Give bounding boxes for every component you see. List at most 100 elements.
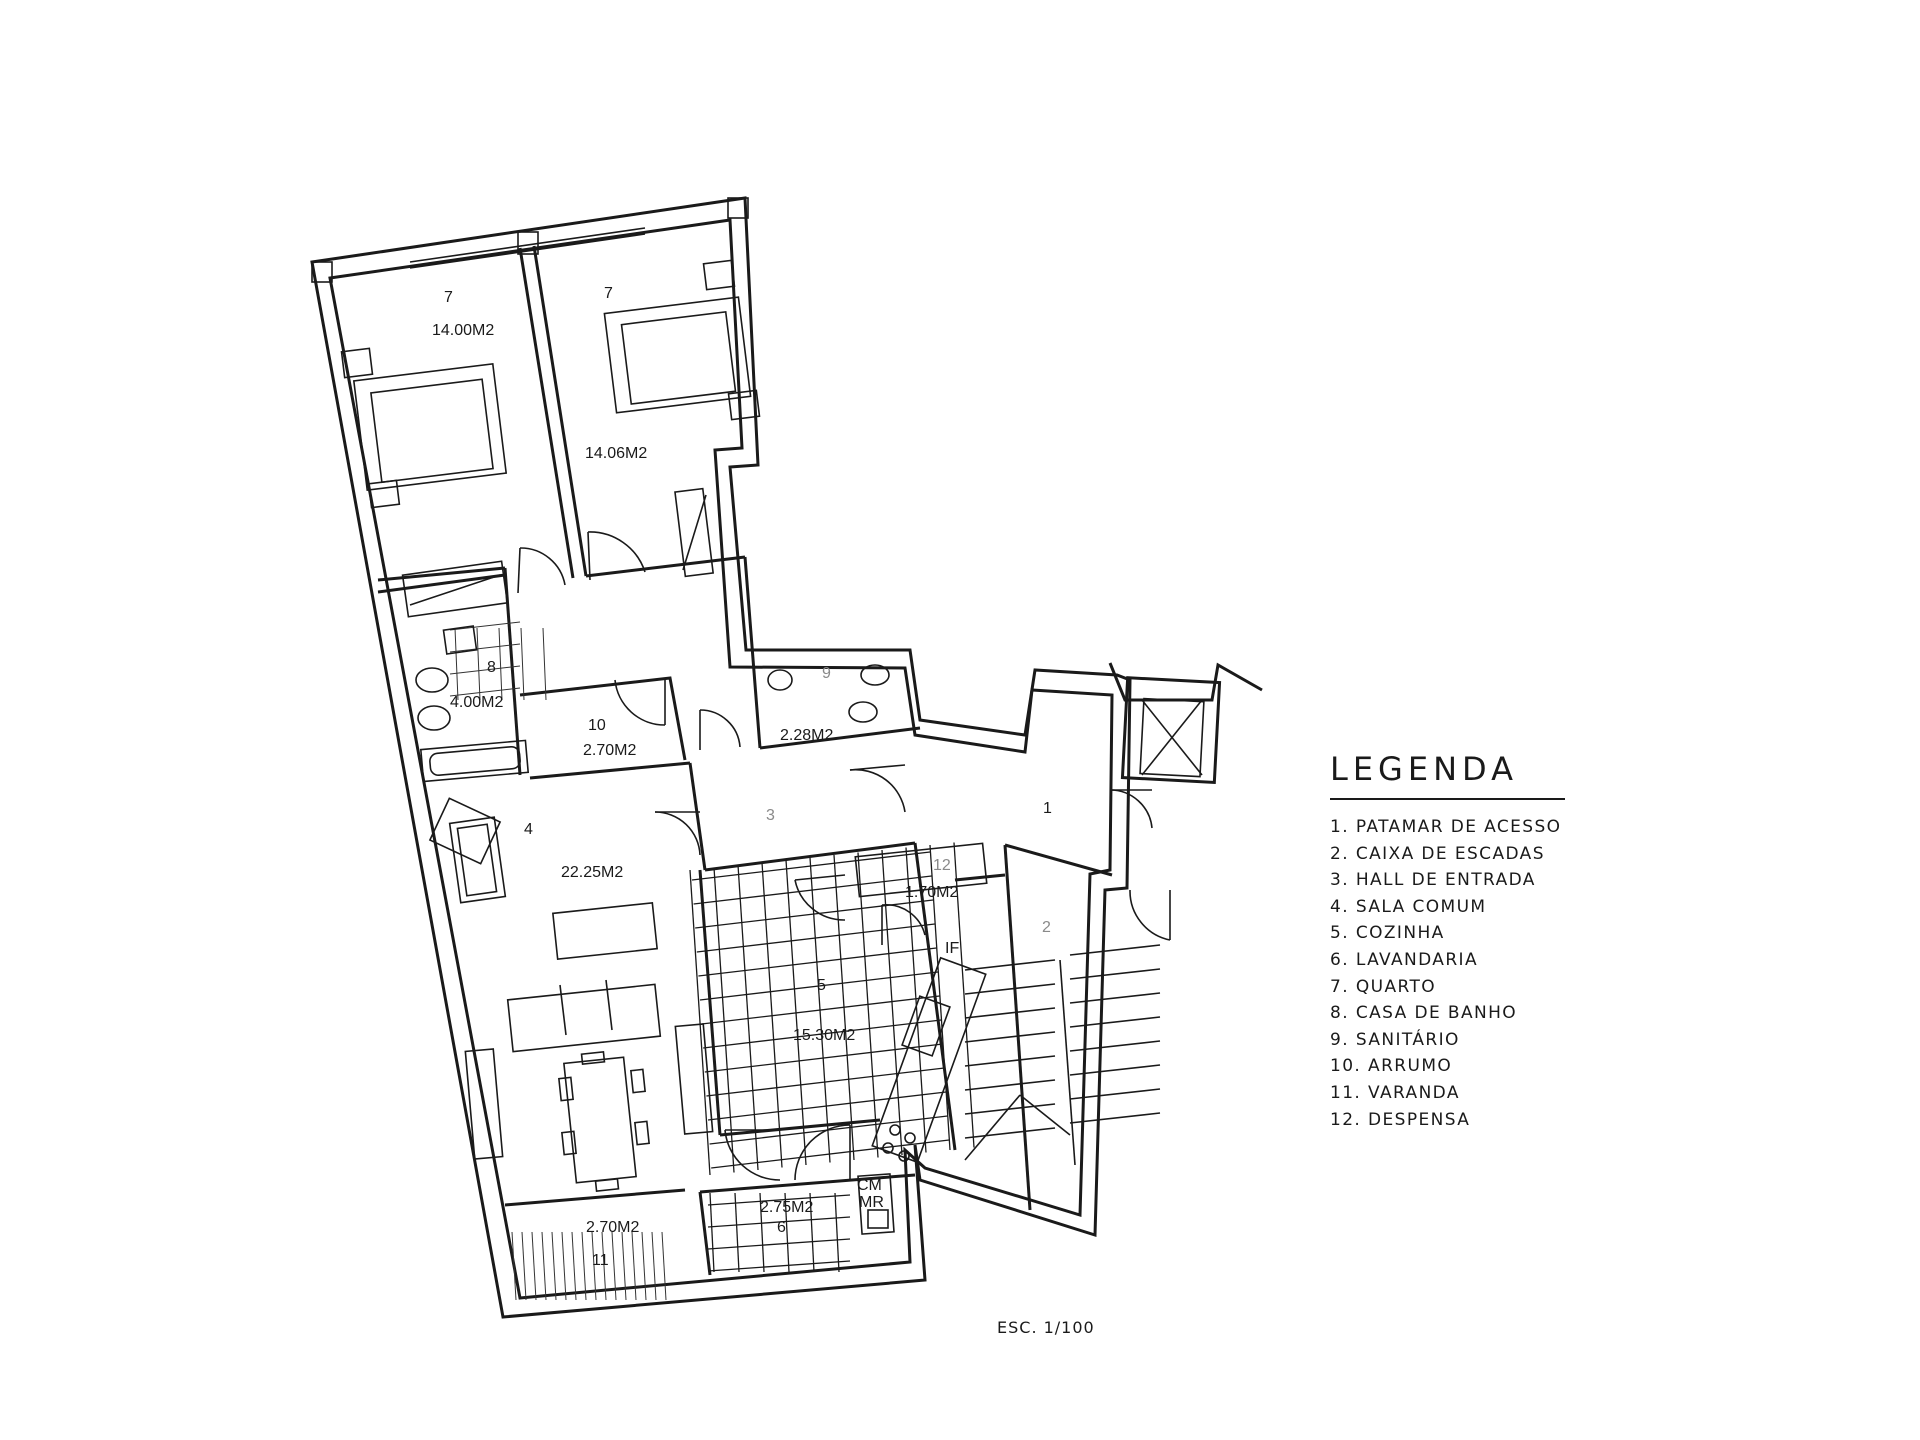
legend-item: 4. SALA COMUM bbox=[1330, 896, 1487, 917]
hatch-line bbox=[476, 627, 481, 701]
hatch-line bbox=[704, 1043, 943, 1073]
scale-label: ESC. 1/100 bbox=[997, 1318, 1095, 1337]
hatch-line bbox=[964, 1055, 1056, 1067]
room-living-area: 22.25M2 bbox=[561, 864, 623, 881]
hatch-line bbox=[701, 995, 940, 1025]
hatch-line bbox=[511, 1231, 517, 1301]
legend-title: LEGENDA bbox=[1330, 750, 1518, 788]
legend-item: 5. COZINHA bbox=[1330, 923, 1445, 944]
hatch-line bbox=[651, 1231, 657, 1301]
legend-divider bbox=[1330, 798, 1565, 800]
room-laundry-number: 6 bbox=[777, 1219, 786, 1236]
room-bedroom-a-number: 7 bbox=[444, 289, 453, 306]
room-balcony-area: 2.70M2 bbox=[586, 1219, 639, 1236]
room-stairs-number: 2 bbox=[1042, 919, 1051, 936]
hatch-line bbox=[520, 627, 525, 701]
legend-item: 12. DESPENSA bbox=[1330, 1109, 1471, 1130]
hatch-line bbox=[1069, 1112, 1161, 1124]
hatch-line bbox=[691, 851, 931, 881]
hatch-line bbox=[707, 1216, 851, 1228]
room-bedroom-b-number: 7 bbox=[604, 285, 613, 302]
legend-item: 6. LAVANDARIA bbox=[1330, 949, 1478, 970]
hatch-line bbox=[929, 844, 951, 1151]
hatch-line bbox=[1069, 992, 1161, 1004]
hatch-line bbox=[621, 1231, 627, 1301]
hatch-line bbox=[601, 1231, 607, 1301]
room-toilet-area: 2.28M2 bbox=[780, 727, 833, 744]
hatch-line bbox=[449, 665, 521, 675]
hatch-line bbox=[1069, 1040, 1161, 1052]
interior-walls bbox=[377, 245, 1113, 1276]
fridge-mark: IF bbox=[945, 940, 959, 957]
room-storage-area: 2.70M2 bbox=[583, 742, 636, 759]
hatch-line bbox=[706, 1067, 945, 1097]
room-bedroom-a-area: 14.00M2 bbox=[432, 322, 494, 339]
legend-item: 2. CAIXA DE ESCADAS bbox=[1330, 843, 1545, 864]
room-balcony-number: 11 bbox=[592, 1252, 609, 1269]
lift-shaft bbox=[1108, 662, 1263, 784]
hatch-line bbox=[693, 875, 932, 905]
hatch-line bbox=[1069, 1064, 1161, 1076]
hatch-line bbox=[1069, 944, 1161, 956]
appliance-bottom-label: MR bbox=[859, 1194, 884, 1211]
legend-item: 7. QUARTO bbox=[1330, 976, 1437, 997]
hatch-line bbox=[734, 1192, 740, 1273]
hatch-line bbox=[498, 627, 503, 701]
hatch-line bbox=[521, 1231, 527, 1301]
hatch-line bbox=[809, 1192, 815, 1273]
hatch-line bbox=[707, 1260, 851, 1272]
room-toilet-number: 9 bbox=[822, 665, 831, 682]
hatch-line bbox=[713, 867, 735, 1173]
hatch-line bbox=[964, 1031, 1056, 1043]
hatch-line bbox=[964, 959, 1056, 971]
legend-item: 1. PATAMAR DE ACESSO bbox=[1330, 817, 1562, 837]
furniture bbox=[340, 259, 988, 1301]
hatch-line bbox=[881, 849, 903, 1156]
hatch-line bbox=[761, 862, 783, 1168]
appliance-top-label: CM bbox=[857, 1177, 882, 1194]
room-living-number: 4 bbox=[524, 821, 533, 838]
hatch-line bbox=[1069, 1016, 1161, 1028]
hatch-line bbox=[611, 1231, 617, 1301]
hatch-line bbox=[1069, 968, 1161, 980]
hatch-line bbox=[709, 1192, 715, 1273]
hatch-line bbox=[784, 1192, 790, 1273]
hatch-line bbox=[591, 1231, 597, 1301]
hatch-line bbox=[964, 1127, 1056, 1139]
hatch-line bbox=[641, 1231, 647, 1301]
door-swings bbox=[517, 531, 1171, 1181]
legend-item: 9. SANITÁRIO bbox=[1330, 1029, 1460, 1050]
laundry-tiles bbox=[707, 1192, 851, 1273]
staircase bbox=[964, 944, 1161, 1166]
hatch-line bbox=[661, 1231, 667, 1301]
room-pantry-number: 12 bbox=[933, 857, 951, 874]
hatch-line bbox=[551, 1231, 557, 1301]
hatch-line bbox=[542, 627, 547, 701]
hatch-line bbox=[711, 1139, 950, 1169]
hatch-line bbox=[698, 947, 937, 977]
hatch-line bbox=[953, 842, 975, 1148]
hatch-line bbox=[561, 1231, 567, 1301]
legend-item: 3. HALL DE ENTRADA bbox=[1330, 870, 1536, 891]
legend-item: 11. VARANDA bbox=[1330, 1082, 1460, 1103]
hatch-line bbox=[707, 1194, 851, 1206]
legend-list: 1. PATAMAR DE ACESSO 2. CAIXA DE ESCADAS… bbox=[1330, 814, 1590, 1133]
room-labels: 7 14.00M2 7 14.06M2 8 4.00M2 10 2.70M2 9… bbox=[432, 285, 1052, 1269]
hatch-line bbox=[449, 643, 521, 653]
room-kitchen-number: 5 bbox=[817, 977, 826, 994]
hatch-line bbox=[454, 627, 459, 701]
room-storage-number: 10 bbox=[588, 717, 606, 734]
room-bathroom-number: 8 bbox=[487, 659, 496, 676]
hatch-line bbox=[449, 621, 521, 631]
hatch-line bbox=[699, 971, 939, 1001]
kitchen-tiles bbox=[689, 842, 975, 1176]
hatch-line bbox=[707, 1091, 947, 1121]
hatch-line bbox=[707, 1238, 851, 1250]
room-hall-number: 3 bbox=[766, 807, 775, 824]
hatch-line bbox=[571, 1231, 577, 1301]
hatch-line bbox=[759, 1192, 765, 1273]
hatch-line bbox=[964, 1007, 1056, 1019]
room-bathroom-area: 4.00M2 bbox=[450, 694, 503, 711]
legend-item: 10. ARRUMO bbox=[1330, 1056, 1453, 1077]
